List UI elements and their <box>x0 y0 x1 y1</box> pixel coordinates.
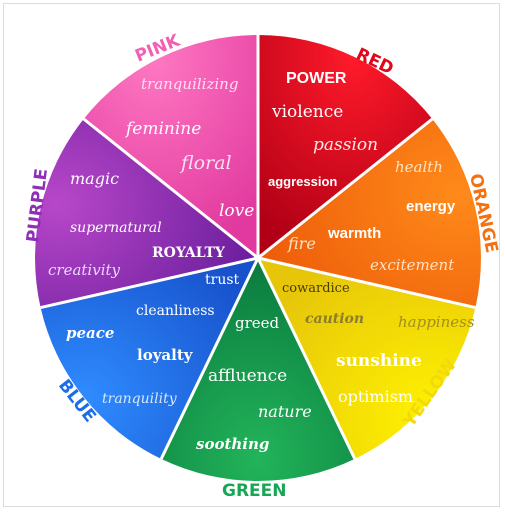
word-loyalty: loyalty <box>137 346 194 364</box>
word-love: love <box>219 201 254 221</box>
wedge-orange <box>258 119 481 308</box>
word-cowardice: cowardice <box>282 281 350 296</box>
word-trust: trust <box>205 272 240 288</box>
word-tranquility: tranquility <box>102 391 178 407</box>
word-floral: floral <box>179 152 232 174</box>
word-peace: peace <box>66 324 114 342</box>
wedge-purple <box>35 119 259 308</box>
word-tranquilizing: tranquilizing <box>141 75 238 93</box>
word-optimism: optimism <box>338 387 413 406</box>
word-creativity: creativity <box>48 261 121 279</box>
word-fire: fire <box>287 234 316 253</box>
word-power: POWER <box>286 70 347 87</box>
word-passion: passion <box>313 135 378 155</box>
word-soothing: soothing <box>196 435 269 453</box>
word-caution: caution <box>305 311 364 327</box>
word-aggression: aggression <box>268 174 337 189</box>
word-magic: magic <box>70 169 119 188</box>
word-affluence: affluence <box>208 366 287 386</box>
word-warmth: warmth <box>327 225 381 242</box>
wedge-green <box>161 258 355 482</box>
wedge-blue <box>40 258 258 459</box>
segment-label-green: GREEN <box>222 481 287 501</box>
word-health: health <box>395 158 443 176</box>
wedge-dividers <box>40 35 476 460</box>
wedge-yellow <box>258 258 476 459</box>
word-energy: energy <box>406 198 456 215</box>
word-royalty: ROYALTY <box>152 245 226 261</box>
word-excitement: excitement <box>370 256 455 274</box>
word-nature: nature <box>258 402 312 421</box>
wedge-pink <box>83 35 258 258</box>
word-feminine: feminine <box>124 119 201 139</box>
word-happiness: happiness <box>398 313 475 331</box>
word-cleanliness: cleanliness <box>136 303 215 319</box>
wedge-red <box>258 35 433 258</box>
word-sunshine: sunshine <box>336 351 422 371</box>
word-supernatural: supernatural <box>70 220 162 236</box>
word-violence: violence <box>271 102 343 122</box>
word-greed: greed <box>235 314 280 332</box>
